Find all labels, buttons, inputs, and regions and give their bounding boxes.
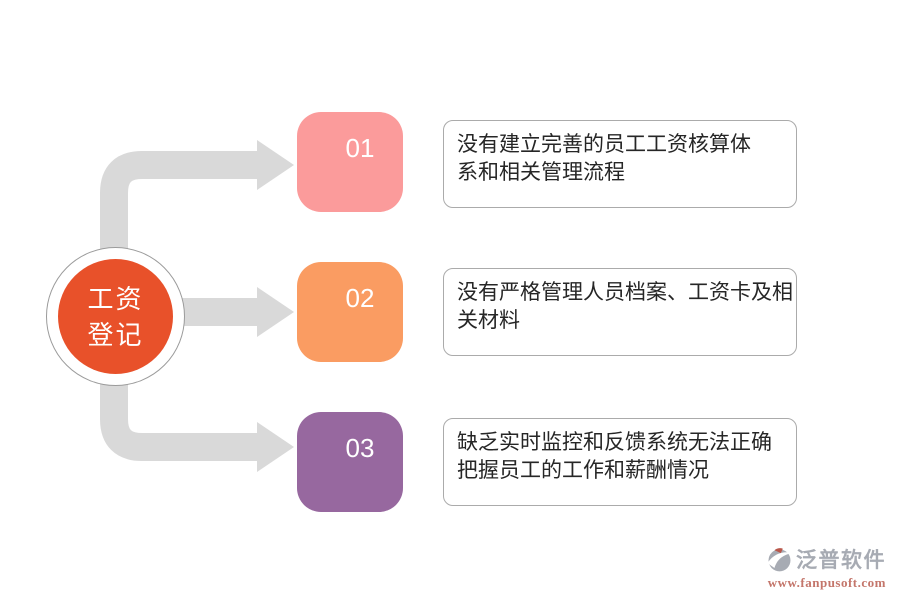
step-1-text-box: 没有建立完善的员工工资核算体 系和相关管理流程 bbox=[443, 120, 797, 208]
node-label-line1: 工资 bbox=[87, 283, 144, 314]
step-3-number-card: 03 bbox=[297, 412, 403, 512]
step-1-text-line2: 系和相关管理流程 bbox=[457, 160, 625, 184]
step-1-text-line1: 没有建立完善的员工工资核算体 bbox=[457, 132, 751, 156]
watermark-url: www.fanpusoft.com bbox=[767, 575, 886, 590]
watermark: 泛普软件 www.fanpusoft.com bbox=[766, 544, 886, 591]
step-2-text-box: 没有严格管理人员档案、工资卡及相 关材料 bbox=[443, 268, 797, 356]
connector-top-elbow bbox=[100, 151, 257, 262]
watermark-brand: 泛普软件 bbox=[796, 549, 886, 572]
step-1-number-card: 01 bbox=[297, 112, 403, 212]
step-3-text-box: 缺乏实时监控和反馈系统无法正确 把握员工的工作和薪酬情况 bbox=[443, 418, 797, 506]
step-2-number-card: 02 bbox=[297, 262, 403, 362]
fanpu-logo-icon bbox=[767, 547, 793, 571]
node-label-line2: 登记 bbox=[87, 319, 144, 350]
step-3-text-line2: 把握员工的工作和薪酬情况 bbox=[457, 458, 709, 482]
arrowhead-top-icon bbox=[257, 140, 294, 190]
step-2-text-line2: 关材料 bbox=[457, 308, 520, 332]
salary-register-node: 工资 登记 bbox=[46, 247, 185, 386]
step-2-number: 02 bbox=[345, 282, 375, 313]
step-1-number: 01 bbox=[345, 132, 375, 163]
arrowhead-bottom-icon bbox=[257, 422, 294, 472]
salary-register-node-fill: 工资 登记 bbox=[58, 259, 173, 374]
arrowhead-middle-icon bbox=[257, 287, 294, 337]
step-2-text-line1: 没有严格管理人员档案、工资卡及相 bbox=[457, 280, 793, 304]
connector-bottom-elbow bbox=[100, 368, 257, 461]
step-3-number: 03 bbox=[345, 432, 375, 463]
step-3-text-line1: 缺乏实时监控和反馈系统无法正确 bbox=[457, 430, 772, 454]
